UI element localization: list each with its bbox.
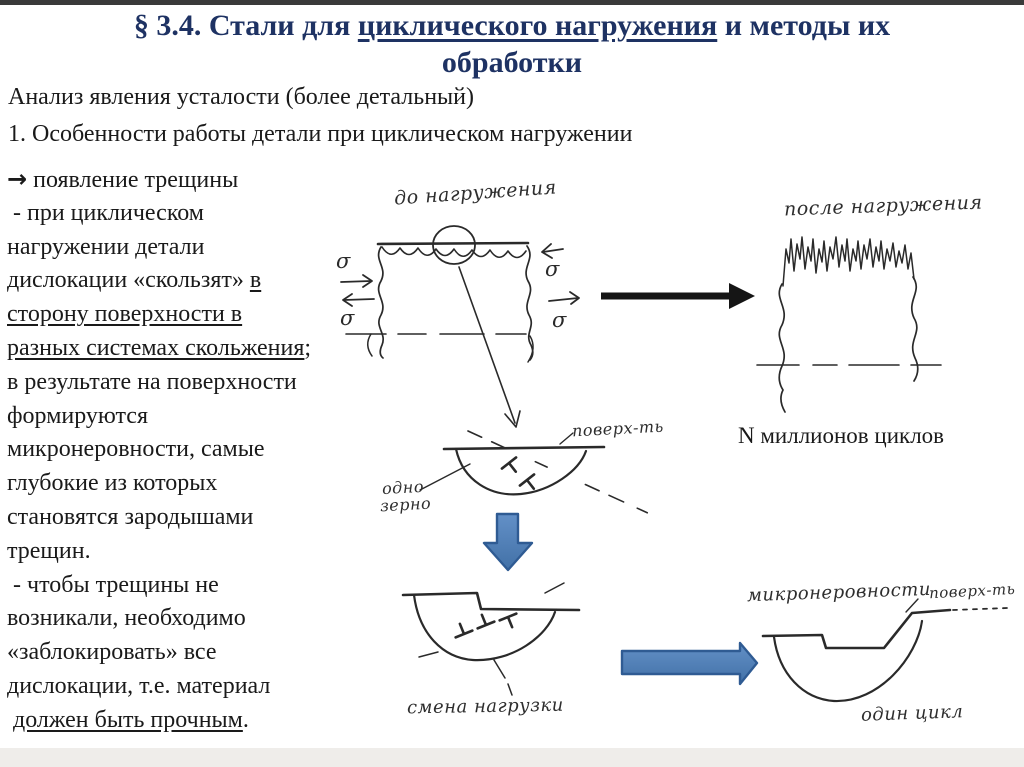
sketch-one-cycle <box>761 598 1009 703</box>
title-line-2: обработки <box>441 46 583 79</box>
label-one-cycle: один цикл <box>860 701 964 726</box>
sigma-symbol: σ <box>552 308 567 332</box>
label-microroughness: микронеровности <box>746 578 932 607</box>
notes-line: возникали, необходимо <box>7 605 246 632</box>
page-title: § 3.4. Стали для циклического нагружения… <box>0 7 1024 81</box>
sigma-symbol: σ <box>545 257 560 281</box>
notes-line: должен быть прочным. <box>13 706 249 733</box>
dislocation-symbol <box>518 473 536 490</box>
notes-line: становятся зародышами <box>7 503 254 530</box>
blue-down-arrow <box>482 512 534 572</box>
notes-line: сторону поверхности в <box>7 301 243 328</box>
label-before-loading: до нагружения <box>393 176 558 210</box>
notes-text-block: → появление трещины - при циклическом на… <box>7 163 355 738</box>
notes-line: дислокации «скользят» в <box>7 267 262 294</box>
label-surface-1: поверх-ть <box>571 416 665 441</box>
notes-line: микронеровности, самые <box>7 436 265 463</box>
label-after-loading: после нагружения <box>783 191 983 221</box>
dislocation-symbol <box>500 456 518 473</box>
notes-line: в результате на поверхности <box>7 368 297 395</box>
section-point-1: 1. Особенности работы детали при цикличе… <box>8 121 633 147</box>
dislocation-symbol <box>476 613 496 630</box>
top-border-band <box>0 0 1024 5</box>
subtitle: Анализ явления усталости (более детальны… <box>8 84 475 110</box>
caption-n-million-cycles: N миллионов циклов <box>738 423 945 448</box>
bottom-edge-strip <box>0 748 1024 767</box>
notes-line: разных системах скольжения; <box>7 334 312 361</box>
sketch-one-grain <box>419 430 651 515</box>
label-one-grain-line2: зерно <box>379 493 432 516</box>
notes-line: дислокации, т.е. материал <box>7 672 271 699</box>
sketch-after-loading <box>756 236 942 413</box>
notes-line: → появление трещины <box>7 165 239 193</box>
title-underlined-phrase: циклического нагружения <box>357 9 718 42</box>
label-surface-2: поверх-ть <box>928 579 1016 603</box>
dislocation-symbol <box>454 622 474 639</box>
title-post: и методы их <box>717 9 891 42</box>
title-pre: § 3.4. Стали для <box>133 9 358 42</box>
dislocation-symbol <box>498 612 518 629</box>
notes-line: - чтобы трещины не <box>7 571 219 598</box>
title-line-1: § 3.4. Стали для циклического нагружения… <box>0 7 1024 44</box>
notes-line: нагружении детали <box>7 233 205 260</box>
notes-line: глубокие из которых <box>7 470 218 497</box>
sketch-before-loading: σ σ σ σ <box>336 225 580 363</box>
notes-line: «заблокировать» все <box>7 639 217 666</box>
sketch-load-change <box>401 582 581 696</box>
notes-line: - при циклическом <box>7 199 204 226</box>
notes-line: формируются <box>7 402 148 429</box>
grain-zoom-pointer <box>458 266 521 428</box>
right-arrow-glyph: → <box>7 165 28 193</box>
notes-line: трещин. <box>7 537 91 564</box>
transition-arrow-black <box>601 283 755 309</box>
blue-right-arrow <box>620 641 759 686</box>
label-load-change: смена нагрузки <box>406 694 564 719</box>
